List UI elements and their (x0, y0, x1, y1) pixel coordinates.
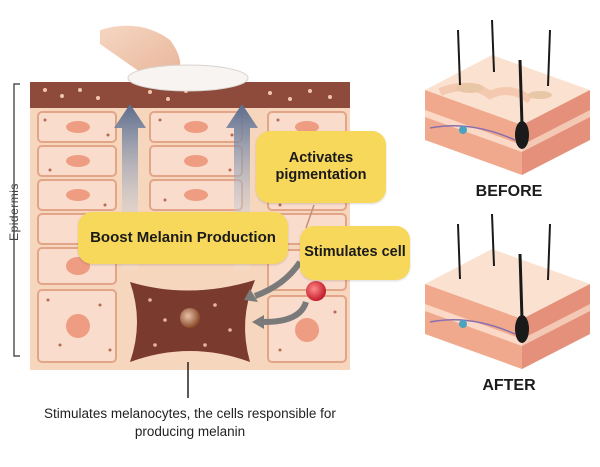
stimulated-cell (306, 281, 326, 301)
melanin-dots (43, 88, 332, 101)
melanocyte-caption: Stimulates melanocytes, the cells respon… (44, 406, 336, 440)
before-label: BEFORE (475, 183, 543, 200)
after-skin-block (425, 213, 590, 369)
callout-activates-pigmentation: Activates pigmentation (256, 131, 386, 203)
melanocyte-dots (148, 298, 232, 347)
callout-stimulates-cell: Stimulates cell (300, 226, 410, 280)
cotton-pad (127, 64, 249, 92)
epidermis-bracket (13, 83, 20, 357)
curved-arrow-upper (253, 260, 303, 299)
callout-connector (305, 204, 315, 229)
epidermis-label: Epidermis (7, 183, 21, 241)
after-label: AFTER (482, 377, 536, 394)
curved-arrow-lower (263, 300, 309, 325)
before-skin-block (425, 19, 590, 175)
melanocyte-nucleus (180, 308, 200, 328)
callout-boost-melanin: Boost Melanin Production (78, 212, 288, 264)
finger (100, 25, 181, 78)
